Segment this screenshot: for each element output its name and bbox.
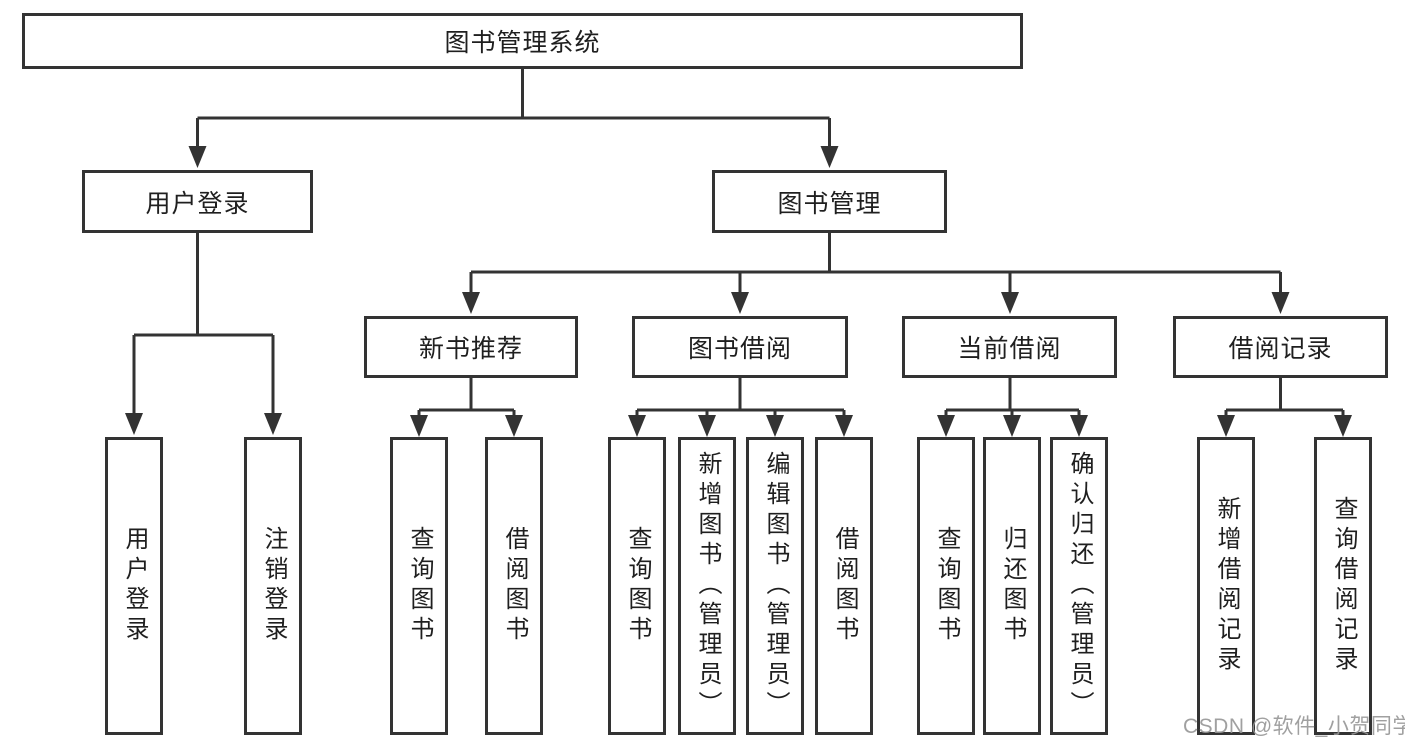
arrowhead: [628, 415, 646, 437]
arrowhead: [766, 415, 784, 437]
leaf-add-borrow-record: 新增借阅记录: [1197, 437, 1255, 735]
leaf-query-books-1: 查询图书: [390, 437, 448, 735]
arrowhead: [125, 413, 143, 435]
leaf-borrow-books-2: 借阅图书: [815, 437, 873, 735]
arrowhead: [1271, 292, 1290, 314]
leaf-return-books-label: 归还图书: [999, 526, 1026, 646]
wire-book-borrow: [635, 378, 846, 420]
leaf-query-borrow-record-label: 查询借阅记录: [1330, 496, 1357, 676]
wire-root: [196, 69, 831, 150]
leaf-edit-books-admin: 编辑图书（管理员）: [746, 437, 804, 735]
arrowhead: [698, 415, 716, 437]
node-borrow-records: 借阅记录: [1173, 316, 1388, 378]
node-book-borrow-label: 图书借阅: [687, 335, 792, 363]
leaf-add-borrow-record-label: 新增借阅记录: [1213, 496, 1240, 676]
node-new-books-label: 新书推荐: [418, 335, 523, 363]
leaf-user-login: 用户登录: [105, 437, 163, 735]
leaf-query-books-1-label: 查询图书: [406, 526, 433, 646]
arrowhead: [835, 415, 853, 437]
arrowhead: [1001, 292, 1019, 314]
node-new-books: 新书推荐: [364, 316, 578, 378]
wire-book-management: [469, 233, 1282, 297]
leaf-confirm-return-admin: 确认归还（管理员）: [1050, 437, 1108, 735]
arrowhead: [1070, 415, 1088, 437]
leaf-return-books: 归还图书: [983, 437, 1041, 735]
wire-borrow-records: [1224, 378, 1345, 420]
arrowhead: [937, 415, 955, 437]
leaf-borrow-books-1-label: 借阅图书: [501, 526, 528, 646]
leaf-edit-books-admin-label: 编辑图书（管理员）: [762, 451, 789, 721]
arrowhead: [731, 292, 749, 314]
arrowhead: [410, 415, 428, 437]
node-user-login-label: 用户登录: [145, 189, 250, 218]
watermark: CSDN @软件_小贺同学: [1183, 715, 1405, 738]
leaf-logout-label: 注销登录: [260, 526, 287, 646]
node-user-login: 用户登录: [82, 170, 313, 233]
leaf-logout: 注销登录: [244, 437, 302, 735]
leaf-user-login-label: 用户登录: [121, 526, 148, 646]
node-current-borrow: 当前借阅: [902, 316, 1117, 378]
leaf-query-books-3: 查询图书: [917, 437, 975, 735]
leaf-confirm-return-admin-label: 确认归还（管理员）: [1066, 451, 1093, 721]
node-borrow-records-label: 借阅记录: [1228, 335, 1333, 363]
leaf-add-books-admin: 新增图书（管理员）: [678, 437, 736, 735]
node-book-management-label: 图书管理: [777, 189, 882, 218]
wire-new-books: [417, 378, 516, 420]
leaf-add-books-admin-label: 新增图书（管理员）: [694, 451, 721, 721]
leaf-query-books-3-label: 查询图书: [933, 526, 960, 646]
leaf-query-borrow-record: 查询借阅记录: [1314, 437, 1372, 735]
leaf-query-books-2-label: 查询图书: [624, 526, 651, 646]
node-root-label: 图书管理系统: [444, 29, 601, 57]
arrowhead: [1334, 415, 1352, 437]
arrowhead: [462, 292, 480, 314]
wire-user-login: [132, 233, 275, 417]
leaf-query-books-2: 查询图书: [608, 437, 666, 735]
leaf-borrow-books-2-label: 借阅图书: [831, 526, 858, 646]
arrowhead: [1217, 415, 1235, 437]
node-book-management: 图书管理: [712, 170, 947, 233]
arrowhead: [188, 146, 207, 168]
arrowhead: [505, 415, 523, 437]
arrowheads: [125, 146, 1352, 437]
node-current-borrow-label: 当前借阅: [957, 335, 1062, 363]
wire-current-borrow: [944, 378, 1081, 420]
arrowhead: [264, 413, 282, 435]
leaf-borrow-books-1: 借阅图书: [485, 437, 543, 735]
arrowhead: [820, 146, 839, 168]
node-root: 图书管理系统: [22, 13, 1023, 69]
node-book-borrow: 图书借阅: [632, 316, 848, 378]
arrowhead: [1003, 415, 1021, 437]
